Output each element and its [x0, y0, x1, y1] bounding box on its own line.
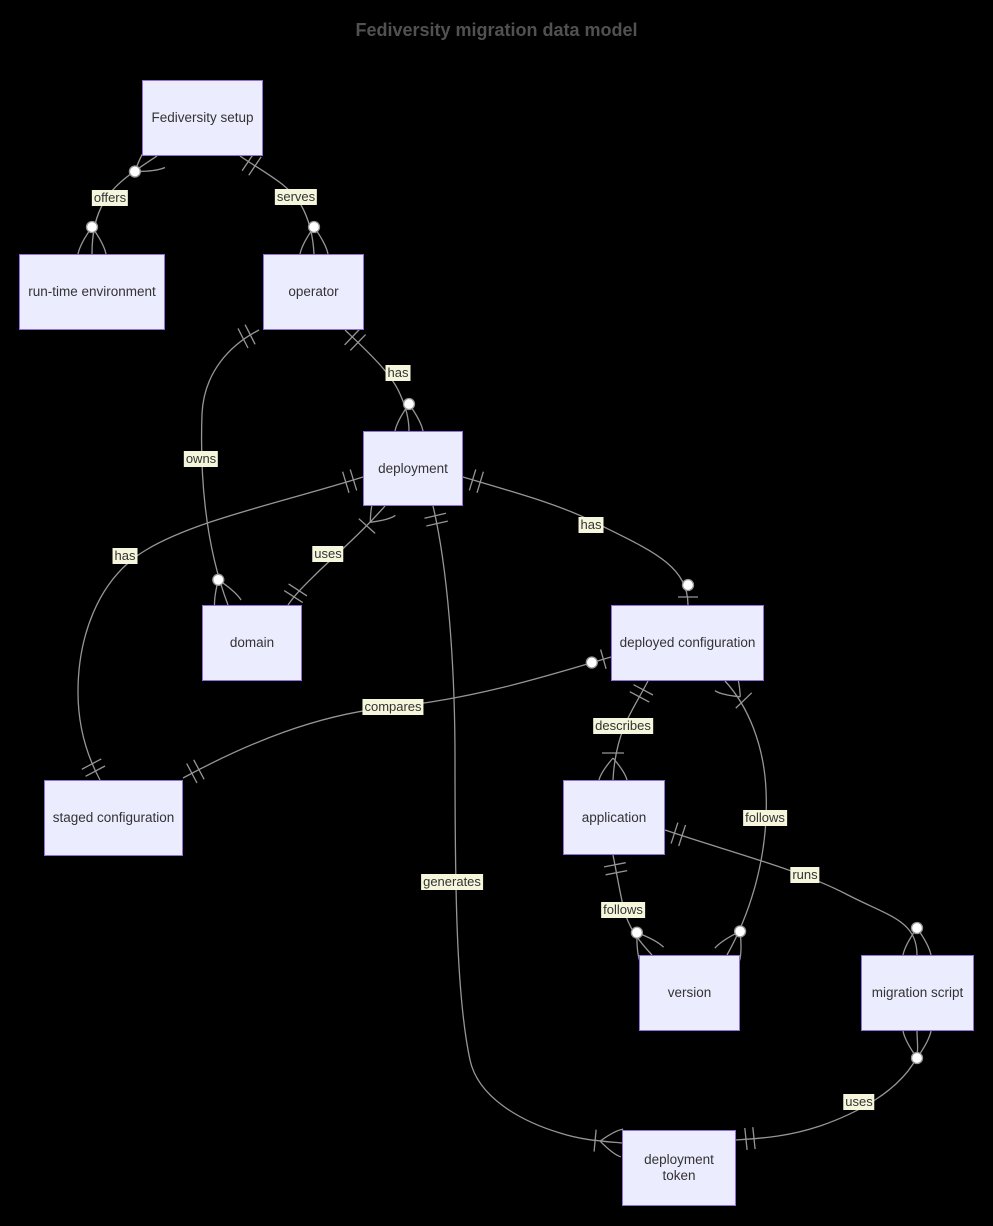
entity-application: application: [563, 780, 665, 855]
edge-label-owns: owns: [183, 451, 219, 467]
edge-label-generates: generates: [421, 874, 483, 890]
edge-label-uses-deployment-domain: uses: [312, 546, 344, 562]
edge-generates: [424, 505, 624, 1158]
edge-label-follows-application-version: follows: [601, 902, 645, 918]
edge-label-runs: runs: [790, 867, 820, 883]
diagram-title: Fediversity migration data model: [355, 20, 638, 40]
edge-owns: [200, 324, 260, 611]
entity-deployment: deployment: [363, 431, 463, 506]
edge-runs: [664, 822, 932, 956]
entity-runtime-environment: run-time environment: [19, 254, 165, 330]
edge-has-deployment-staged-configuration: [77, 469, 364, 781]
edge-has-deployment-deployed-configuration: [462, 469, 698, 606]
entity-fediversity-setup: Fediversity setup: [142, 80, 263, 156]
edge-label-describes: describes: [593, 718, 653, 734]
edge-label-follows-deployed-version: follows: [743, 810, 787, 826]
entity-domain: domain: [202, 605, 302, 681]
entity-version: version: [639, 955, 740, 1031]
entity-deployed-configuration: deployed configuration: [611, 605, 764, 681]
edge-label-serves: serves: [274, 189, 318, 205]
edge-label-uses-migration-script-token: uses: [843, 1094, 875, 1110]
edge-has-operator-deployment: [344, 328, 424, 432]
edge-label-has-operator-deployment: has: [385, 365, 411, 381]
entity-migration-script: migration script: [861, 955, 974, 1031]
edge-label-has-deployment-deployed: has: [578, 517, 604, 533]
entity-operator: operator: [263, 254, 364, 330]
entity-staged-configuration: staged configuration: [44, 780, 183, 856]
edge-label-offers: offers: [91, 190, 129, 206]
edge-uses-migration-script-deployment-token: [735, 1030, 932, 1150]
edge-label-has-deployment-staged: has: [112, 548, 138, 564]
edge-uses-deployment-domain: [283, 496, 396, 606]
edge-label-compares: compares: [362, 699, 424, 715]
entity-deployment-token: deployment token: [622, 1130, 736, 1206]
